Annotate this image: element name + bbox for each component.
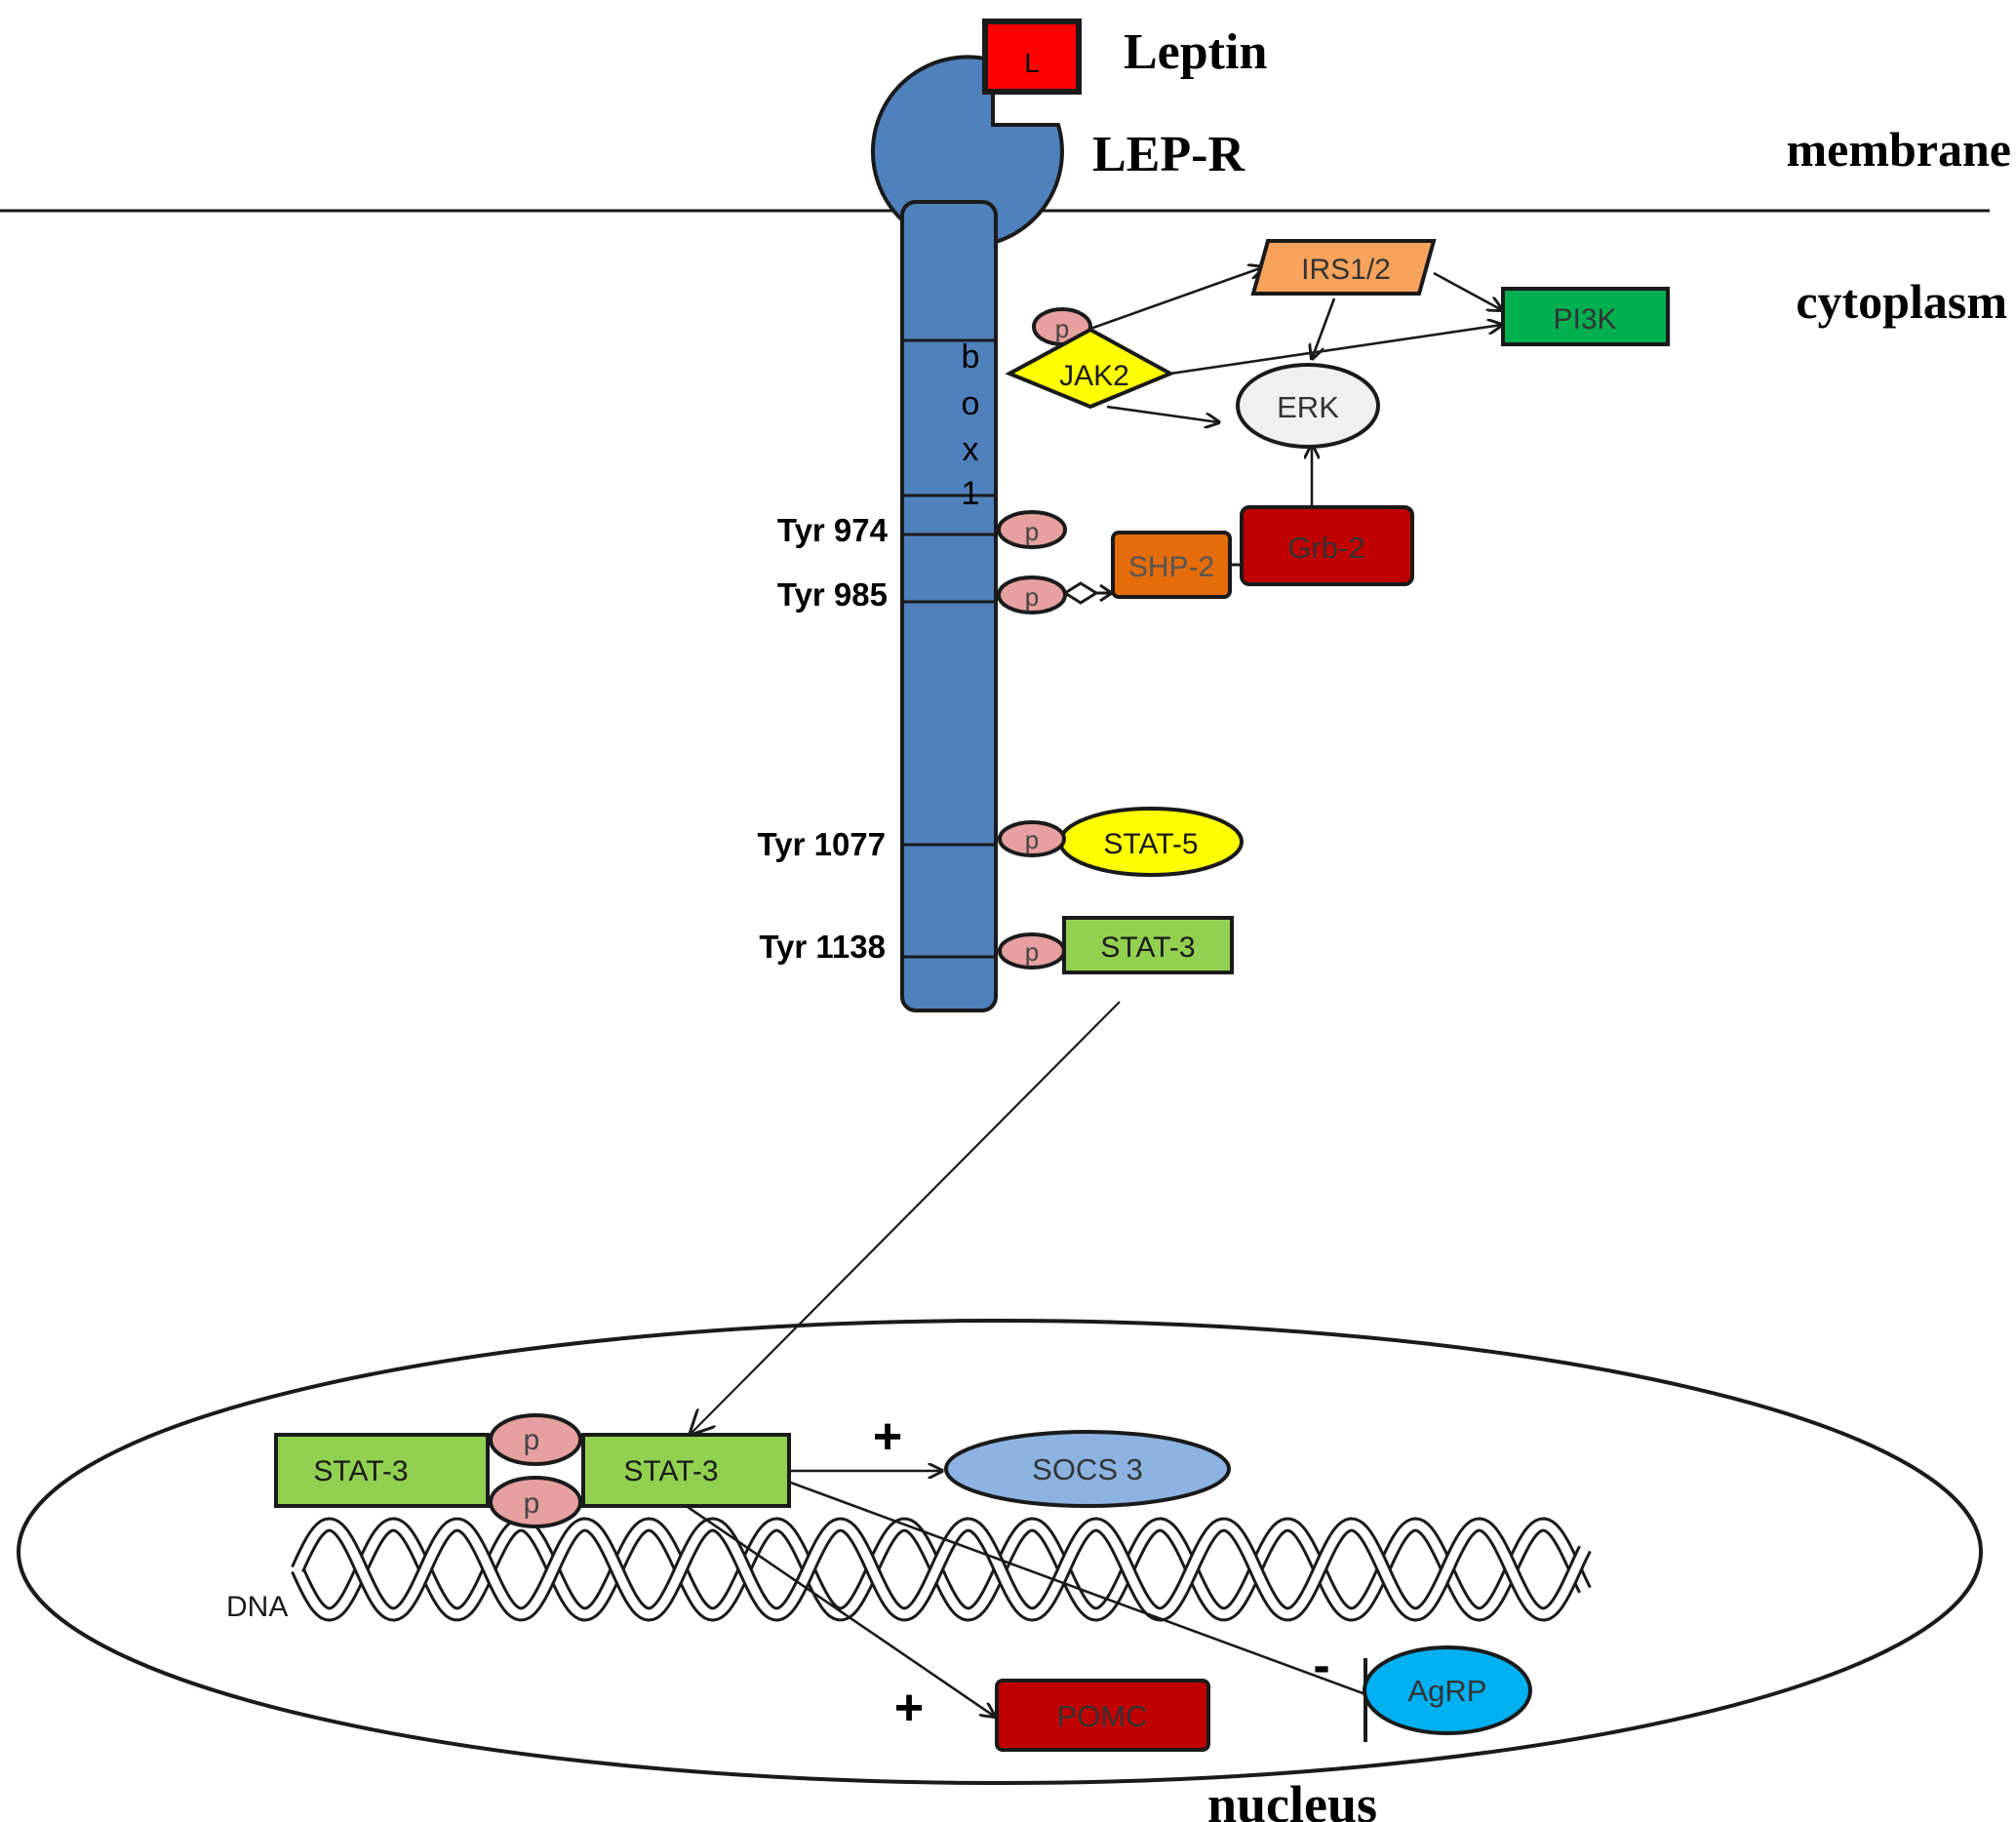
jak2-label: JAK2 — [1059, 360, 1129, 392]
tyr-1077-phospho — [998, 820, 1066, 857]
socs3-label: SOCS 3 — [1032, 1452, 1143, 1486]
stat3-nuclear-left — [274, 1433, 490, 1508]
dimer-phospho-bottom-label: p — [524, 1487, 540, 1520]
receptor-intracellular-domain — [900, 200, 998, 1012]
socs3-node — [944, 1430, 1231, 1508]
shp2-label: SHP-2 — [1128, 551, 1214, 583]
dna-label: DNA — [226, 1591, 288, 1623]
cytoplasm-label: cytoplasm — [1796, 274, 2007, 329]
leptin-symbol: L — [1024, 48, 1040, 78]
receptor-segment-lines — [902, 338, 996, 959]
tyr-974-label: Tyr 974 — [777, 512, 889, 548]
membrane-label: membrane — [1787, 122, 2012, 177]
tyr-1077-phospho-label: p — [1025, 825, 1039, 854]
arrow-jak2-to-erk — [1106, 405, 1219, 422]
tyr-1077-label: Tyr 1077 — [758, 826, 886, 862]
grb2-node — [1240, 505, 1414, 586]
shp2-binding-arrow — [1062, 581, 1113, 605]
dimer-phospho-top — [489, 1413, 582, 1466]
tyr-1138-phospho-label: p — [1025, 937, 1039, 967]
agrp-minus-sign: - — [1313, 1638, 1329, 1694]
erk-node — [1236, 363, 1380, 449]
tyr-974-phospho — [997, 510, 1067, 549]
box1-letter-b: b — [962, 338, 980, 376]
stat3-cyto-label: STAT-3 — [1100, 931, 1195, 964]
box1-letter-1: 1 — [962, 475, 980, 512]
shp2-node — [1111, 531, 1232, 599]
agrp-label: AgRP — [1408, 1674, 1487, 1708]
arrow-irs-to-erk — [1312, 297, 1336, 359]
tyr-1138-label: Tyr 1138 — [759, 929, 886, 965]
leptin-ligand — [982, 19, 1082, 95]
dna-helix — [291, 1517, 1592, 1622]
stat3-nuclear-right-label: STAT-3 — [623, 1455, 718, 1487]
dna-strand-fill — [293, 1520, 1590, 1619]
pomc-plus-sign: + — [894, 1680, 924, 1736]
stat3-cyto-node — [1062, 916, 1234, 974]
stat5-label: STAT-5 — [1103, 828, 1198, 860]
arrow-stat3-to-nucleus — [691, 1001, 1121, 1434]
dimer-phospho-top-label: p — [524, 1424, 540, 1456]
agrp-node — [1363, 1645, 1532, 1735]
dna-strand-fill — [293, 1520, 1590, 1619]
jak2-node — [1005, 327, 1175, 410]
nucleus-label: nucleus — [1207, 1775, 1377, 1822]
box1-letter-x: x — [963, 431, 979, 468]
tyr-985-phospho — [997, 575, 1067, 614]
tyr-974-phospho-label: p — [1025, 517, 1039, 546]
tyr-985-label: Tyr 985 — [777, 576, 888, 613]
box1-letter-o: o — [962, 385, 980, 422]
arrow-irs-to-pi3k — [1433, 271, 1502, 310]
arrow-p-to-irs — [1089, 267, 1263, 331]
irs-node — [1250, 239, 1437, 296]
pomc-label: POMC — [1057, 1699, 1148, 1733]
tyr-985-phospho-label: p — [1025, 582, 1039, 612]
nucleus-boundary — [17, 1319, 1983, 1785]
erk-label: ERK — [1277, 390, 1339, 424]
arrow-jak2-to-pi3k — [1169, 325, 1502, 376]
dimer-phospho-bottom — [489, 1476, 582, 1528]
tyr-1138-phospho — [998, 932, 1066, 970]
irs-label: IRS1/2 — [1301, 254, 1391, 286]
pi3k-label: PI3K — [1553, 303, 1616, 336]
leptin-label: Leptin — [1124, 24, 1267, 80]
arrow-stat3-to-pomc — [687, 1505, 995, 1717]
socs3-plus-sign: + — [873, 1408, 902, 1465]
pi3k-node — [1501, 287, 1670, 346]
receptor-label: LEP-R — [1092, 127, 1245, 182]
pomc-node — [995, 1679, 1210, 1752]
stat3-nuclear-left-label: STAT-3 — [313, 1455, 408, 1487]
grb2-label: Grb-2 — [1287, 531, 1364, 565]
jak2-phospho-label: p — [1055, 314, 1069, 343]
inhibit-stat3-to-agrp — [787, 1480, 1366, 1696]
